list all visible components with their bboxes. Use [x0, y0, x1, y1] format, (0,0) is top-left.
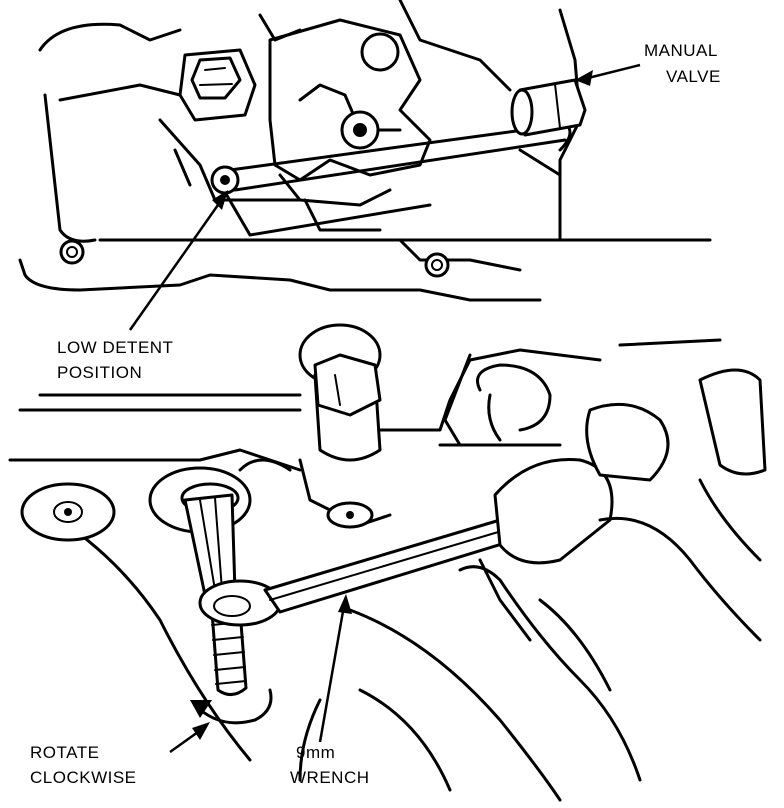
callout-manual-valve: MANUAL VALVE: [575, 41, 721, 86]
hand: [458, 368, 767, 782]
left-boss: [20, 482, 374, 542]
callout-manual-valve-line-2: VALVE: [666, 67, 721, 86]
callout-rotate-clockwise: ROTATE CLOCKWISE: [30, 722, 210, 787]
callout-wrench-line-2: WRENCH: [290, 768, 370, 787]
manual-valve: [510, 78, 587, 137]
retaining-clip: [476, 363, 552, 442]
callout-low-detent-position: LOW DETENT POSITION: [57, 190, 228, 382]
callout-low-detent-line-2: POSITION: [57, 363, 142, 382]
detent-lever-bracket: [258, 13, 432, 232]
wrench: [198, 518, 517, 627]
adjusting-screw: [148, 466, 252, 696]
upper-bolt: [178, 48, 257, 122]
callout-rotate-line-2: CLOCKWISE: [30, 768, 137, 787]
callout-low-detent-line-1: LOW DETENT: [57, 338, 173, 357]
callout-9mm-wrench: 9mm WRENCH: [290, 594, 370, 787]
callout-wrench-line-1: 9mm: [296, 743, 335, 762]
lower-bolt: [238, 323, 392, 527]
rotate-clockwise-arrow: [190, 688, 273, 725]
callout-manual-valve-line-1: MANUAL: [644, 41, 718, 60]
plate-holes: [59, 239, 450, 278]
detent-rod: [210, 118, 572, 237]
lower-housing: [8, 338, 722, 802]
callout-rotate-line-1: ROTATE: [30, 743, 99, 762]
